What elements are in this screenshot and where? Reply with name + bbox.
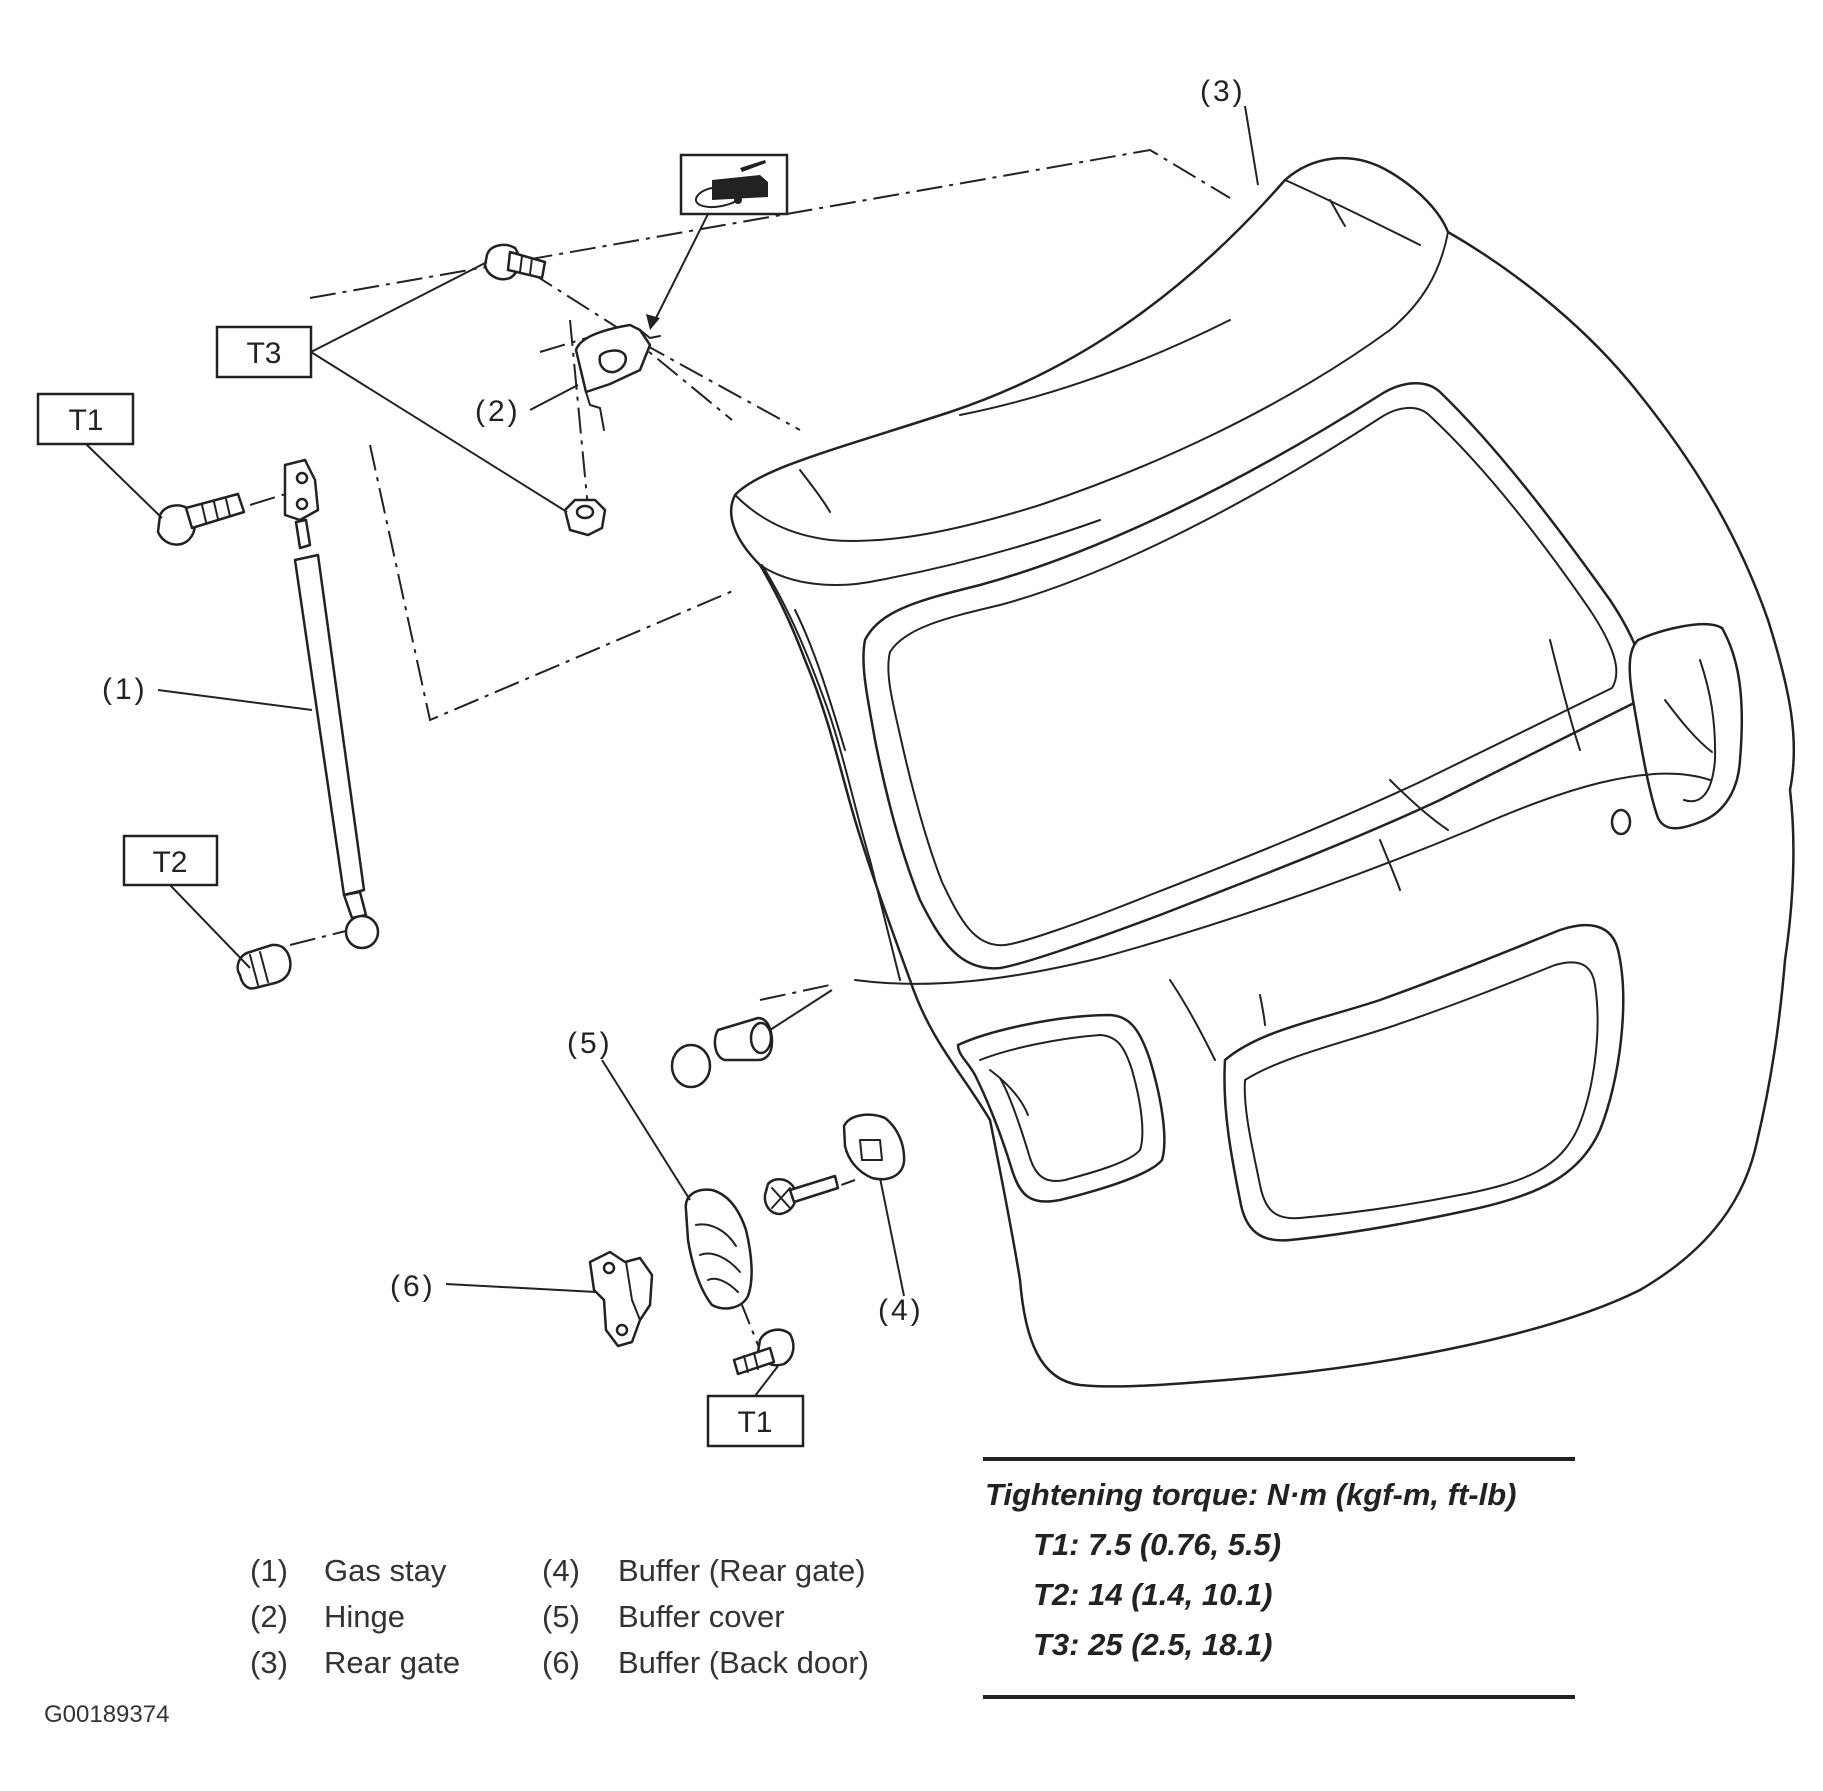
torque-table: Tightening torque: N·m (kgf-m, ft-lb) T1… [983,1457,1575,1699]
legend-row: (2) Hinge (5) Buffer cover [250,1599,869,1645]
hinge [574,323,661,431]
legend-num: (4) [542,1553,580,1588]
callout-6: (6) [390,1270,436,1303]
torque-tag-t1-bottom: T1 [706,1394,805,1448]
bolt-gas-stay-upper [156,492,246,546]
buffer-back-door [588,1250,654,1348]
torque-tag-t1-top-text: T1 [68,404,103,437]
torque-tag-t2: T2 [122,834,219,887]
plug [670,989,833,1089]
legend-num: (3) [250,1645,288,1680]
phantom-lines [249,148,1231,1351]
figure-code: G00189374 [44,1701,170,1728]
bolt-buffer [732,1328,795,1376]
torque-tag-t3-text: T3 [246,337,281,370]
ball-stud [236,943,292,990]
torque-tag-t1-top: T1 [36,392,135,446]
legend-name: Gas stay [324,1553,447,1588]
sealant-applicator-icon [679,153,789,216]
torque-heading: Tightening torque: N·m (kgf-m, ft-lb) [985,1477,1517,1512]
torque-tag-t3: T3 [215,325,313,379]
callout-2: (2) [475,395,521,428]
callout-4: (4) [878,1294,924,1327]
gas-stay [283,458,380,950]
rear-gate [730,156,1796,1388]
screw-buffer [763,1174,840,1216]
torque-row-t1: T1: 7.5 (0.76, 5.5) [1033,1527,1282,1562]
legend-name: Hinge [324,1599,405,1634]
legend-row: (3) Rear gate (6) Buffer (Back door) [250,1645,869,1691]
parts-legend: (1) Gas stay (4) Buffer (Rear gate) (2) Hing… [250,1553,869,1691]
torque-tag-t2-text: T2 [152,846,187,879]
legend-num: (1) [250,1553,288,1588]
buffer-rear-gate [842,1113,906,1181]
legend-name: Rear gate [324,1645,461,1680]
torque-row-t3: T3: 25 (2.5, 18.1) [1033,1627,1273,1662]
legend-num: (5) [542,1599,580,1634]
legend-name: Buffer (Back door) [618,1645,869,1680]
bolt-hinge [483,243,547,281]
torque-tag-t1-bottom-text: T1 [737,1406,772,1439]
buffer-cover [684,1188,753,1310]
torque-row-t2: T2: 14 (1.4, 10.1) [1033,1577,1273,1612]
legend-num: (2) [250,1599,288,1634]
legend-num: (6) [542,1645,580,1680]
nut-hinge [563,498,607,537]
legend-row: (1) Gas stay (4) Buffer (Rear gate) [250,1553,869,1599]
callout-1: (1) [102,673,148,706]
legend-name: Buffer cover [618,1599,785,1634]
legend-name: Buffer (Rear gate) [618,1553,866,1588]
callout-5: (5) [567,1027,613,1060]
callout-3: (3) [1200,75,1246,108]
